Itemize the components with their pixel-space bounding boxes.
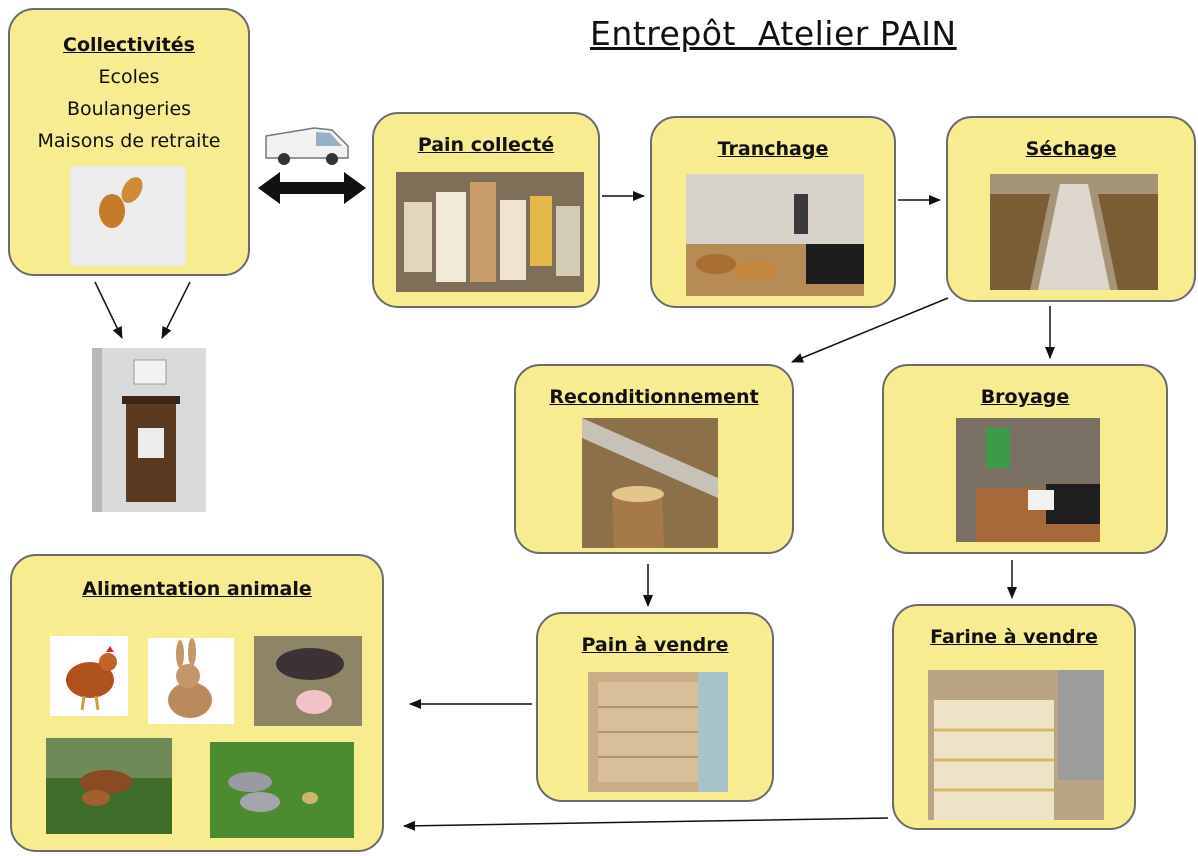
grinding-photo [956, 418, 1100, 542]
box-farine-a-vendre-title: Farine à vendre [930, 626, 1098, 648]
box-pain-a-vendre: Pain à vendre [536, 612, 774, 802]
collectivites-line-ecoles: Ecoles [98, 66, 160, 88]
horses-photo [46, 738, 172, 834]
collected-bread-bags-photo [396, 172, 584, 292]
delivery-van-icon [262, 118, 352, 168]
diagram-title: Entrepôt Atelier PAIN [590, 14, 957, 53]
box-pain-a-vendre-title: Pain à vendre [581, 634, 729, 656]
pigs-photo [254, 636, 362, 726]
arrow-collectivites-to-bin-2 [161, 281, 191, 339]
box-reconditionnement-title: Reconditionnement [549, 386, 759, 408]
double-arrow-icon [256, 170, 368, 206]
box-broyage-title: Broyage [980, 386, 1070, 408]
bread-pieces-photo [70, 166, 186, 266]
geese-photo [210, 742, 354, 838]
box-sechage-title: Séchage [1025, 138, 1117, 160]
drying-racks-photo [990, 174, 1158, 290]
box-tranchage-title: Tranchage [717, 138, 829, 160]
box-alimentation-animale: Alimentation animale [10, 554, 384, 852]
flour-sacks-photo [928, 670, 1104, 820]
chicken-photo [50, 636, 128, 716]
repackaging-photo [582, 418, 718, 548]
slicing-photo [686, 174, 864, 296]
collectivites-line-maisons: Maisons de retraite [37, 130, 221, 152]
arrow-sechage-to-reconditionnement [791, 297, 949, 363]
arrow-farine-to-animale [403, 817, 889, 831]
box-broyage: Broyage [882, 364, 1168, 554]
collectivites-line-boulangeries: Boulangeries [66, 98, 192, 120]
box-collectivites: Collectivités Ecoles Boulangeries Maison… [8, 8, 250, 276]
rabbit-photo [148, 638, 234, 724]
box-tranchage: Tranchage [650, 116, 896, 308]
box-collectivites-title: Collectivités [63, 34, 195, 56]
box-pain-collecte: Pain collecté [372, 112, 600, 308]
box-farine-a-vendre: Farine à vendre [892, 604, 1136, 830]
box-alimentation-animale-title: Alimentation animale [82, 578, 312, 600]
box-sechage: Séchage [946, 116, 1196, 302]
box-reconditionnement: Reconditionnement [514, 364, 794, 554]
box-pain-collecte-title: Pain collecté [417, 134, 555, 156]
collection-bin-photo [92, 348, 206, 512]
arrow-collectivites-to-bin-1 [94, 281, 123, 339]
bread-sacks-photo [588, 672, 728, 792]
